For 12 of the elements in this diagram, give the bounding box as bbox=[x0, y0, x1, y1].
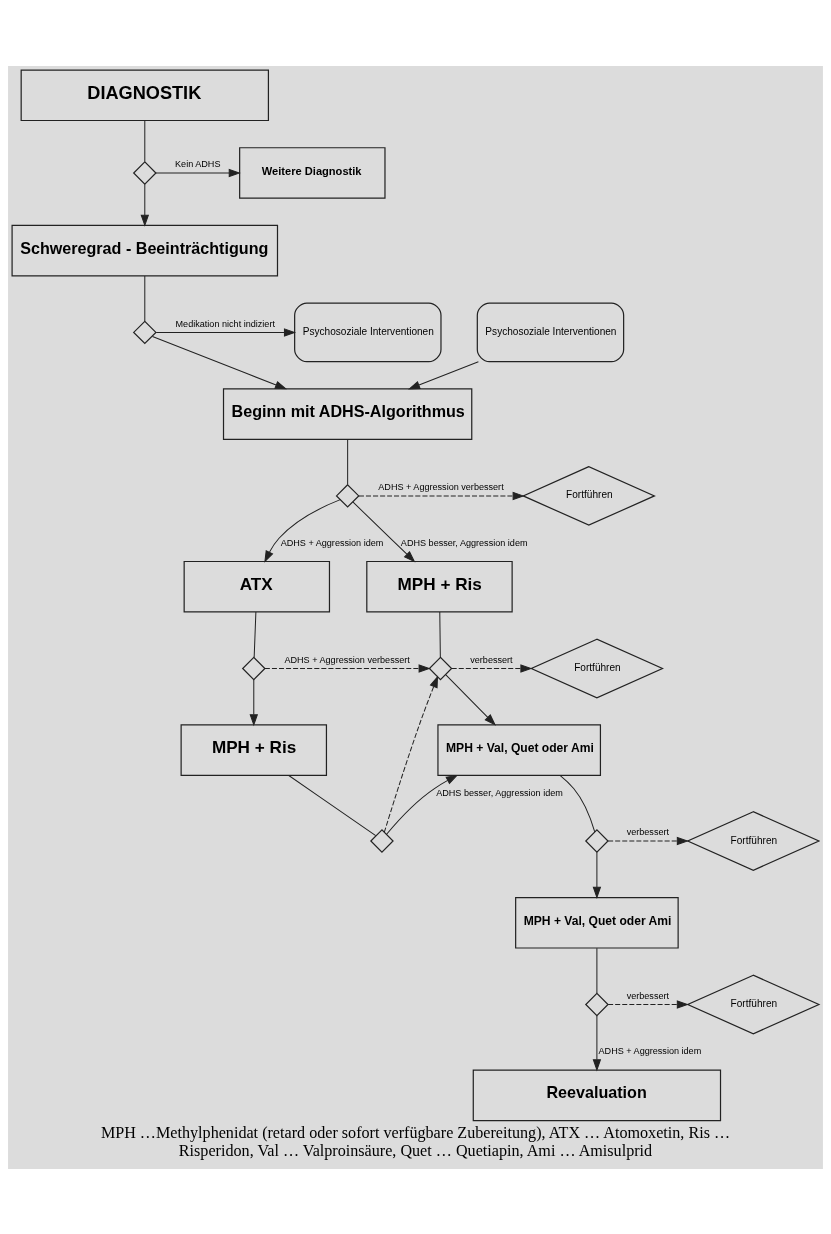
edge-label: ADHS besser, Aggression idem bbox=[436, 787, 563, 798]
edge-label: verbessert bbox=[626, 990, 670, 1001]
edge-label: verbessert bbox=[626, 826, 670, 837]
caption: MPH …Methylphenidat (retard oder sofort verfügbare Zubereitung), ATX … Atomoxetin, Ris … Risperidon, Val … Valproinsäure, Quet … Quetiapin, Ami … Amisulprid bbox=[100, 1123, 731, 1159]
edge-label: ADHS + Aggression verbessert bbox=[378, 481, 504, 492]
edge-label: ADHS + Aggression verbessert bbox=[284, 654, 410, 665]
edge-label: Kein ADHS bbox=[175, 158, 221, 169]
edge-label: ADHS + Aggression idem bbox=[598, 1045, 702, 1056]
edge-label: Medikation nicht indiziert bbox=[175, 318, 275, 329]
edge-label: ADHS besser, Aggression idem bbox=[400, 537, 528, 548]
edge-label: verbessert bbox=[470, 654, 513, 665]
edge-label: ADHS + Aggression idem bbox=[280, 537, 384, 548]
